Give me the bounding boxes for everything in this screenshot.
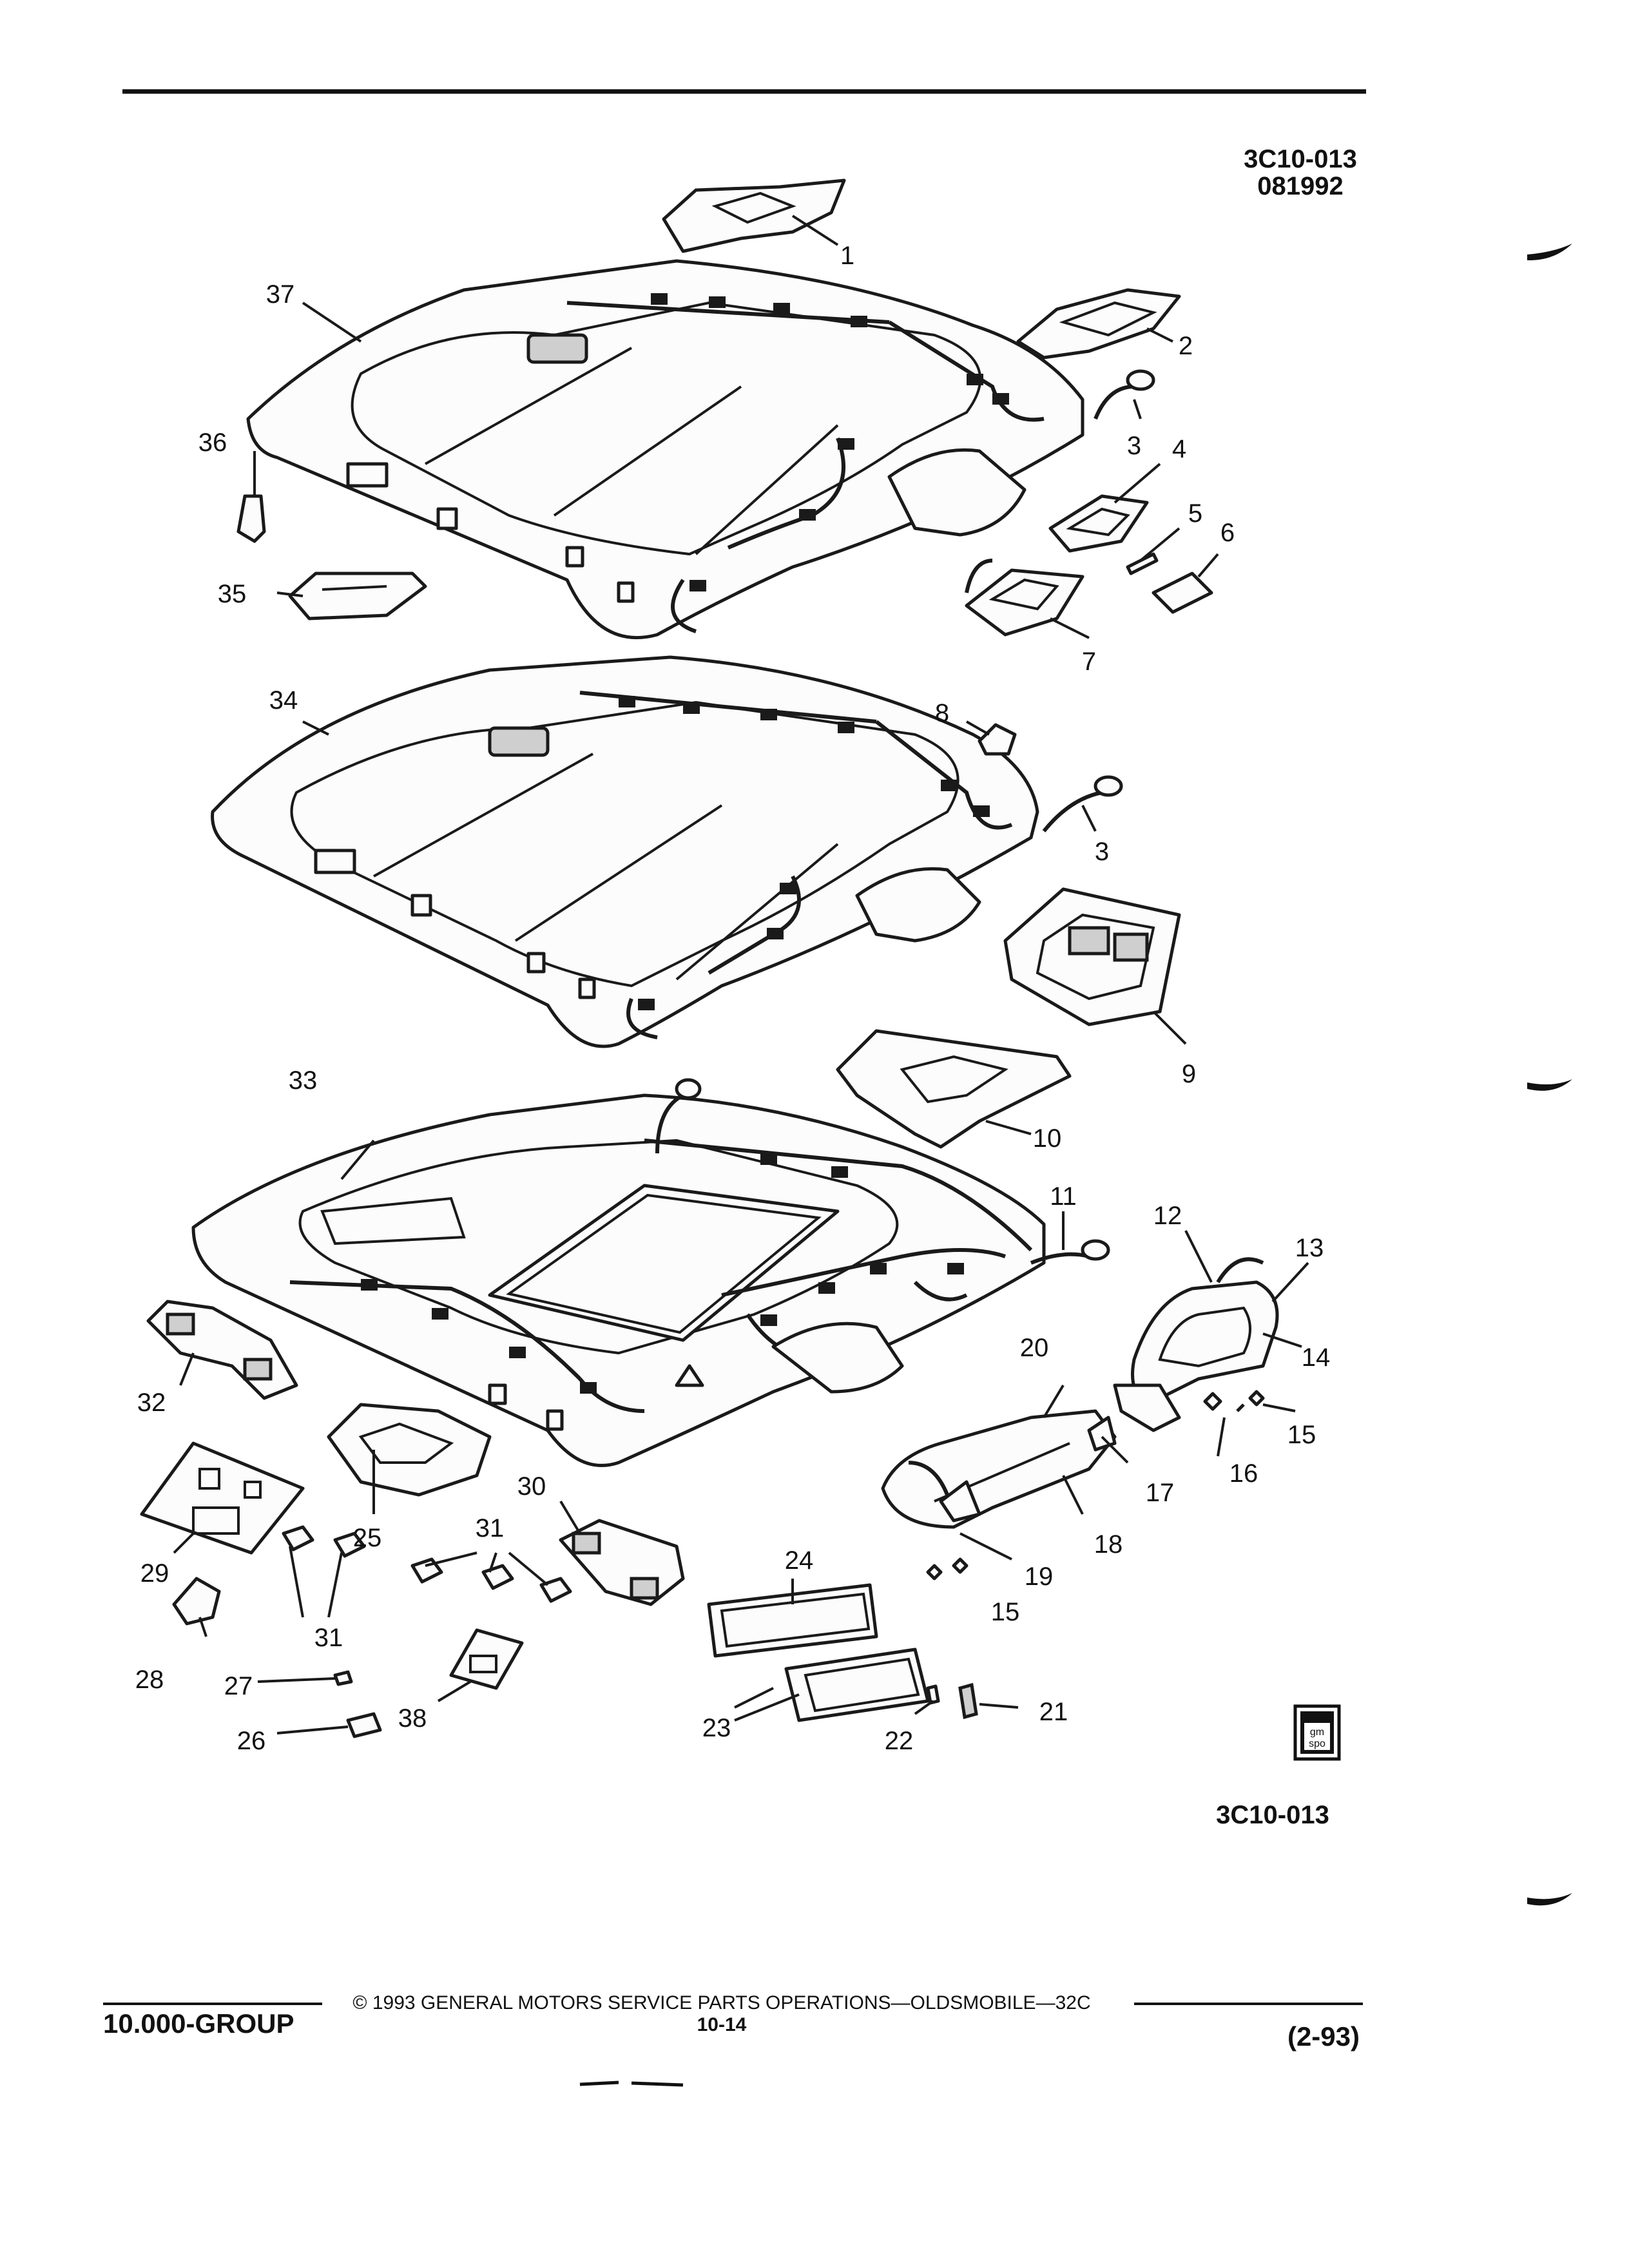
callout-19: 19 [1025, 1562, 1054, 1591]
part-4 [1048, 494, 1149, 553]
logo-text-top: gm [1310, 1727, 1324, 1738]
part-24-mirror-glass [707, 1583, 878, 1658]
callout-20: 20 [1020, 1334, 1049, 1362]
part-1 [662, 178, 846, 253]
callout-28: 28 [135, 1666, 164, 1694]
headliner-37 [246, 259, 1084, 640]
callout-5: 5 [1188, 499, 1202, 528]
part-12-console [1113, 1257, 1279, 1432]
callout-23: 23 [702, 1714, 731, 1742]
part-11 [1030, 1239, 1110, 1265]
part-23-mirror [784, 1648, 930, 1722]
callout-14: 14 [1302, 1343, 1331, 1372]
callout-12: 12 [1153, 1202, 1182, 1230]
part-26 [346, 1712, 382, 1738]
part-27 [333, 1670, 353, 1686]
margin-mark [1527, 1893, 1572, 1906]
part-10 [836, 1029, 1072, 1149]
callout-6: 6 [1220, 519, 1235, 547]
callout-29: 29 [140, 1559, 169, 1588]
callout-37: 37 [266, 280, 295, 309]
callout-27: 27 [224, 1672, 253, 1700]
margin-mark [1527, 1079, 1572, 1091]
callout-4: 4 [1172, 435, 1186, 463]
footer-page: 10-14 [697, 2014, 747, 2035]
callout-2: 2 [1179, 332, 1193, 360]
callout-31b: 31 [314, 1624, 343, 1652]
footer-group: 10.000-GROUP [103, 2008, 294, 2039]
part-30 [559, 1519, 685, 1606]
callout-25: 25 [353, 1524, 382, 1552]
callout-32: 32 [137, 1389, 166, 1417]
callout-33: 33 [289, 1066, 318, 1095]
part-18-sunshade [881, 1409, 1117, 1529]
part-3-middle [1042, 775, 1123, 832]
callout-15: 15 [1287, 1421, 1316, 1449]
part-25 [327, 1403, 492, 1497]
callout-7: 7 [1082, 648, 1096, 676]
part-7 [965, 559, 1084, 637]
callout-36: 36 [198, 428, 227, 457]
callout-24: 24 [785, 1546, 814, 1575]
callout-1: 1 [840, 242, 854, 270]
margin-mark [1527, 244, 1572, 261]
callout-26: 26 [237, 1727, 266, 1755]
header-date-code: 081992 [1257, 172, 1343, 200]
callout-10: 10 [1033, 1124, 1062, 1153]
part-32 [146, 1300, 298, 1400]
headliner-34 [211, 655, 1039, 1048]
gm-spo-logo: gm spo [1293, 1704, 1341, 1761]
callout-38: 38 [398, 1704, 427, 1733]
callout-3b: 3 [1095, 838, 1109, 866]
callout-9: 9 [1182, 1060, 1196, 1088]
callout-31: 31 [476, 1514, 505, 1542]
part-16 [1203, 1392, 1222, 1411]
part-3-top [1094, 369, 1155, 420]
callout-labels: 1 2 3 3 4 5 6 7 8 9 10 11 12 13 14 15 15… [135, 242, 1331, 1755]
callout-30: 30 [517, 1472, 546, 1501]
part-21 [958, 1682, 978, 1720]
scan-mark [579, 2081, 684, 2087]
callout-34: 34 [269, 686, 298, 715]
callout-21: 21 [1039, 1698, 1068, 1726]
part-29 [140, 1441, 305, 1555]
part-22 [926, 1684, 940, 1705]
part-36 [236, 494, 266, 543]
callout-8: 8 [935, 699, 949, 727]
part-15-screws [926, 1557, 969, 1581]
logo-text-bottom: spo [1309, 1738, 1325, 1749]
part-8 [978, 723, 1017, 756]
part-5 [1126, 552, 1159, 575]
header-ref-code: 3C10-013 [1244, 145, 1357, 173]
part-6 [1152, 572, 1213, 614]
callout-22: 22 [885, 1727, 914, 1755]
part-9 [1003, 887, 1181, 1026]
callout-16: 16 [1229, 1459, 1258, 1488]
callout-15b: 15 [991, 1598, 1020, 1626]
headliner-33 [191, 1078, 1046, 1467]
part-35 [288, 572, 427, 620]
callout-35: 35 [218, 580, 247, 608]
part-15-screw [1236, 1390, 1265, 1412]
callout-11: 11 [1050, 1182, 1077, 1211]
callout-18: 18 [1094, 1530, 1123, 1559]
footer-revision: (2-93) [1287, 2021, 1360, 2052]
part-2 [1016, 288, 1181, 360]
part-28 [172, 1577, 221, 1626]
figure-ref: 3C10-013 [1216, 1801, 1329, 1829]
callout-13: 13 [1295, 1234, 1324, 1262]
callout-17: 17 [1146, 1479, 1175, 1507]
leader-lines [173, 215, 1309, 1735]
footer-copyright: © 1993 GENERAL MOTORS SERVICE PARTS OPER… [352, 1992, 1090, 2013]
part-38 [449, 1628, 524, 1690]
callout-3: 3 [1127, 432, 1141, 460]
